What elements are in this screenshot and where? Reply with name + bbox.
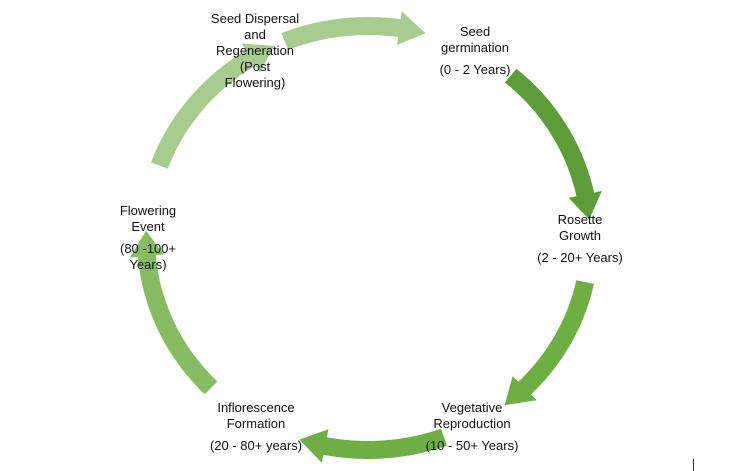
stage-duration: (20 - 80+ years): [209, 438, 303, 453]
stage-duration: (2 - 20+ Years): [537, 250, 623, 265]
stage-seed-dispersal: Seed Dispersal and Regeneration (Post Fl…: [200, 11, 310, 91]
stage-duration-line: Years): [129, 257, 167, 272]
arrow-vegetative-to-inflorescence: [299, 428, 447, 463]
arrow-flowering-to-dispersal: [150, 43, 275, 169]
stage-duration: (10 - 50+ Years): [425, 438, 519, 453]
stage-rosette-growth: Rosette Growth (2 - 20+ Years): [520, 212, 640, 266]
stage-inflorescence-formation: Inflorescence Formation (20 - 80+ years): [196, 400, 316, 454]
stage-name-line: Formation: [226, 416, 286, 431]
stage-duration-line: Flowering): [224, 75, 286, 90]
stage-name-line: Vegetative: [441, 400, 503, 415]
stage-flowering-event: Flowering Event (80 -100+ Years): [98, 203, 198, 273]
arrow-rosette-to-vegetative: [504, 280, 594, 406]
stage-name-line: germination: [441, 40, 509, 55]
stage-duration-line: (80 -100+: [119, 241, 176, 256]
stage-name-line: Flowering: [119, 203, 177, 218]
stage-name-line: Seed Dispersal: [210, 11, 300, 26]
arrow-inflorescence-to-flowering: [129, 230, 218, 395]
stage-name-line: Event: [131, 219, 165, 234]
arrow-dispersal-to-germination: [281, 11, 426, 50]
stage-seed-germination: Seed germination (0 - 2 Years): [420, 24, 530, 78]
stage-name-line: Reproduction: [433, 416, 511, 431]
stage-duration-line: (Post: [239, 59, 271, 74]
stage-vegetative-reproduction: Vegetative Reproduction (10 - 50+ Years): [412, 400, 532, 454]
stage-name-line: Rosette: [557, 212, 603, 227]
stage-name-line: Inflorescence: [217, 400, 295, 415]
stage-duration: (0 - 2 Years): [439, 62, 511, 77]
stage-name-line: Seed: [459, 24, 491, 39]
stage-name-line: Growth: [559, 228, 601, 243]
stage-name-line: Regeneration: [215, 43, 295, 58]
text-cursor: [693, 459, 694, 471]
stage-name-line: and: [244, 27, 266, 42]
arrow-germination-to-rosette: [504, 68, 602, 220]
